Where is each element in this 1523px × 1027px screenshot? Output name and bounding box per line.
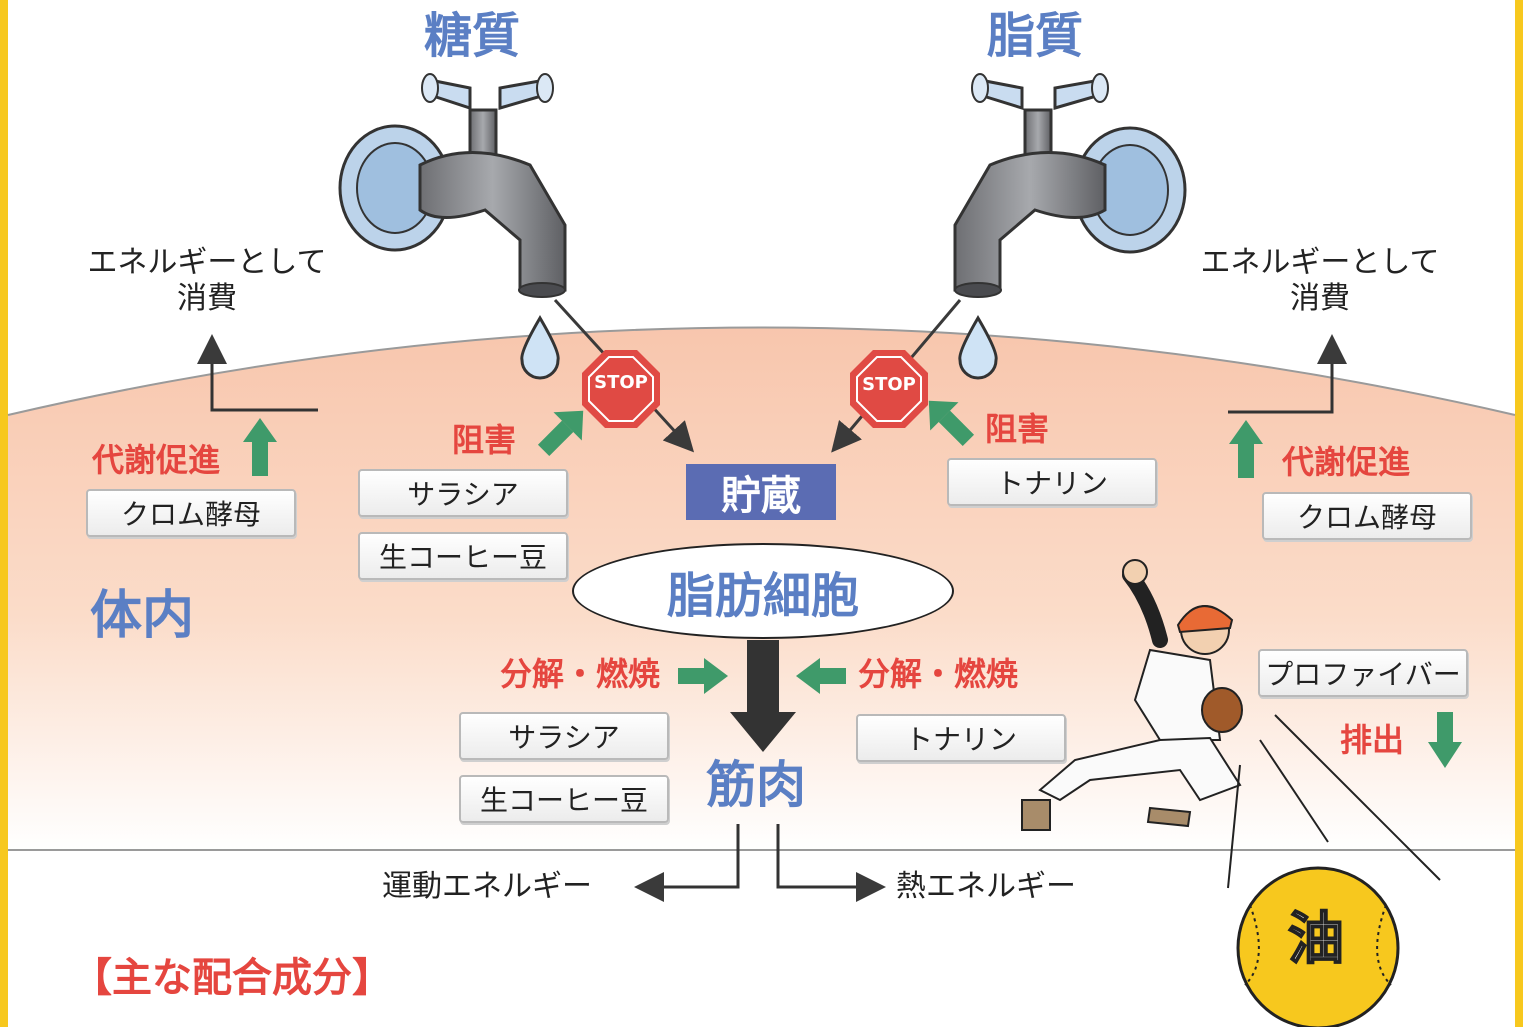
metabolism-right-label: 代謝促進 [1282,443,1411,481]
inhibit-right-label: 阻害 [985,410,1050,448]
metabolism-right-up-arrow-icon [1229,420,1263,478]
breakdown-left-label: 分解・燃焼 [500,655,661,693]
motion-line-3 [1274,714,1441,881]
salacia-top-box: サラシア [358,469,568,517]
water-drop-right-icon [958,315,998,380]
tonalin-top-box: トナリン [947,458,1157,506]
fat-cell: 脂肪細胞 [572,543,954,639]
motion-energy-label: 運動エネルギー [382,869,592,904]
oil-character: 油 [1287,907,1345,972]
stop-right-label: STOP [862,374,916,395]
fat-to-muscle-arrow-icon [730,640,796,752]
consume-left-label: エネルギーとして 消費 [72,248,342,314]
body-label: 体内 [90,586,195,646]
metabolism-left-up-arrow-icon [243,418,277,476]
coffee-bottom-box: 生コーヒー豆 [459,775,669,823]
body-outline [7,326,1516,416]
breakdown-right-arrow-icon [796,658,846,694]
metabolism-left-label: 代謝促進 [92,441,221,479]
profiber-box: プロファイバー [1258,649,1468,697]
inhibit-left-label: 阻害 [452,421,517,459]
breakdown-left-arrow-icon [678,658,728,694]
muscle-label: 筋肉 [706,756,806,814]
faucet-sugar-icon [338,73,567,298]
baseball-pitcher-icon [1021,559,1243,831]
motion-energy-arrow [634,824,740,902]
excrete-down-arrow-icon [1428,712,1462,768]
motion-line-2 [1259,739,1329,843]
consume-left-arrow [197,334,318,412]
consume-right-label: エネルギーとして 消費 [1185,248,1455,314]
consume-right-arrow [1228,334,1347,414]
inhibit-right-arrow-icon [928,400,975,447]
main-ingredients-heading: 【主な配合成分】 [72,955,392,1001]
title-sugar: 糖質 [424,8,521,64]
chrom-yeast-left-box: クロム酵母 [86,489,296,537]
stop-sign-right-icon [850,350,928,428]
heat-energy-arrow [776,824,886,902]
stop-sign-left-icon [582,350,660,428]
consume-left-line2: 消費 [177,281,237,316]
coffee-top-box: 生コーヒー豆 [358,532,568,580]
title-lipid: 脂質 [987,8,1084,64]
stop-left-label: STOP [594,372,648,393]
faucet-lipid-icon [953,73,1187,298]
oil-baseball-icon [1236,866,1400,1027]
water-drop-left-icon [520,315,560,380]
tonalin-bottom-box: トナリン [856,714,1066,762]
consume-right-line1: エネルギーとして [1200,245,1440,280]
storage-box: 貯蔵 [686,464,836,520]
heat-energy-label: 熱エネルギー [896,869,1076,904]
salacia-bottom-box: サラシア [459,712,669,760]
consume-left-line1: エネルギーとして [87,245,327,280]
breakdown-right-label: 分解・燃焼 [858,655,1019,693]
motion-line-1 [1227,764,1241,889]
excrete-label: 排出 [1340,721,1405,759]
inhibit-left-arrow-icon [537,410,584,457]
chrom-yeast-right-box: クロム酵母 [1262,492,1472,540]
frame-right [1515,0,1523,1027]
frame-left [0,0,8,1027]
consume-right-line2: 消費 [1290,281,1350,316]
